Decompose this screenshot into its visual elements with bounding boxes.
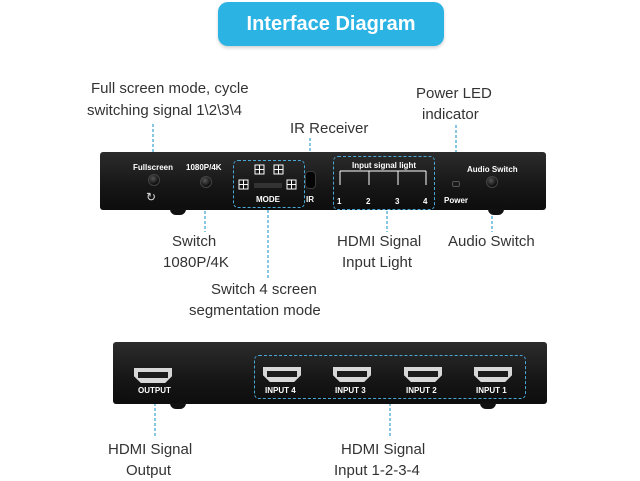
fullscreen-label: Fullscreen xyxy=(133,163,174,172)
power-label: Power xyxy=(444,196,469,205)
input-3-label: INPUT 3 xyxy=(335,386,366,395)
callout-seg-mode-1: Switch 4 screen xyxy=(211,281,317,298)
callout-seg-mode-2: segmentation mode xyxy=(189,302,321,319)
callout-fullscreen-1: Full screen mode, cycle xyxy=(91,80,249,97)
light-number-4: 4 xyxy=(423,197,428,206)
input-light-bracket xyxy=(339,170,427,185)
callout-hdmi-output-2: Output xyxy=(126,462,172,479)
audio-switch-label: Audio Switch xyxy=(467,165,518,174)
callout-hdmi-input-2: Input 1-2-3-4 xyxy=(334,462,420,479)
front-panel xyxy=(100,152,546,210)
inputs-group xyxy=(254,355,526,399)
input-2-label: INPUT 2 xyxy=(406,386,437,395)
callout-switch-res-2: 1080P/4K xyxy=(163,254,229,271)
port-slot xyxy=(138,372,168,378)
input-light-group xyxy=(333,156,435,210)
callout-ir-receiver: IR Receiver xyxy=(290,120,369,137)
split-mode-icons[interactable] xyxy=(237,163,301,191)
callout-input-light-2: Input Light xyxy=(342,254,413,271)
mode-group xyxy=(233,160,305,208)
callout-switch-res-1: Switch xyxy=(172,233,217,250)
ir-receiver-window xyxy=(305,171,316,189)
port-slot xyxy=(337,371,367,377)
port-slot xyxy=(408,371,438,377)
title-banner xyxy=(218,2,444,46)
output-label: OUTPUT xyxy=(138,386,171,395)
callout-audio-switch: Audio Switch xyxy=(448,233,535,250)
callout-power-led-2: indicator xyxy=(422,106,479,123)
port-slot xyxy=(267,371,297,377)
device-foot xyxy=(170,209,186,215)
fullscreen-button[interactable] xyxy=(148,174,160,186)
device-foot xyxy=(488,209,504,215)
device-foot xyxy=(170,403,186,409)
resolution-button[interactable] xyxy=(200,176,212,188)
port-slot xyxy=(478,371,508,377)
input-light-label: Input signal light xyxy=(352,161,416,170)
callout-power-led-1: Power LED xyxy=(416,85,492,102)
mode-label: MODE xyxy=(256,195,280,204)
callout-hdmi-input-1: HDMI Signal xyxy=(341,441,426,458)
cycle-icon: ↻ xyxy=(146,190,157,204)
light-number-3: 3 xyxy=(395,197,400,206)
diagram-title: Interface Diagram xyxy=(246,13,416,35)
resolution-label: 1080P/4K xyxy=(186,163,222,172)
light-number-2: 2 xyxy=(366,197,371,206)
audio-switch-button[interactable] xyxy=(486,176,498,188)
light-number-1: 1 xyxy=(337,197,342,206)
input-4-label: INPUT 4 xyxy=(265,386,296,395)
input-1-label: INPUT 1 xyxy=(476,386,507,395)
callout-hdmi-output-1: HDMI Signal xyxy=(108,441,193,458)
power-led xyxy=(452,181,460,187)
device-foot xyxy=(480,403,496,409)
callout-fullscreen-2: switching signal 1\2\3\4 xyxy=(87,102,243,119)
callout-input-light-1: HDMI Signal xyxy=(337,233,422,250)
ir-label: IR xyxy=(306,195,314,204)
